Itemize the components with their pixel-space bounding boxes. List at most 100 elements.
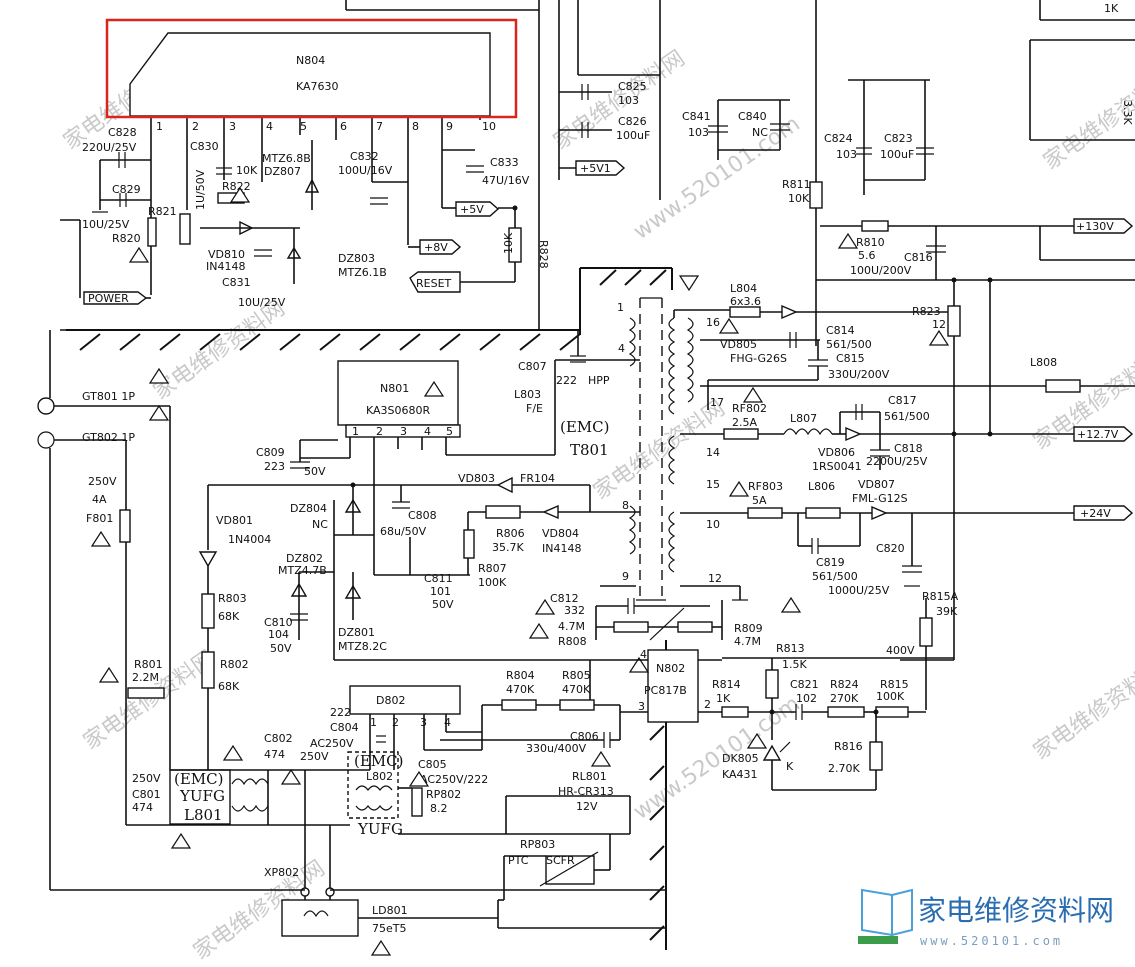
label-c814: C814	[826, 324, 855, 337]
label-mtz68b: MTZ6.8B	[262, 152, 311, 165]
warning-icon	[528, 622, 550, 639]
label-hpp: HPP	[588, 374, 610, 387]
secondary-section: L804 6x3.6 VD805 FHG-G26S C814 561/500 C…	[680, 277, 1135, 710]
pin-number: 4	[640, 648, 647, 661]
pin-number: 15	[706, 478, 720, 491]
label-c826-value: 100uF	[616, 129, 650, 142]
label-r805-value: 470K	[562, 683, 591, 696]
warning-icon	[590, 750, 612, 767]
label-r813-value: 1.5K	[782, 658, 807, 671]
fuse-rf803	[747, 507, 783, 519]
label-c815: C815	[836, 352, 865, 365]
pin-number: 9	[446, 120, 453, 133]
pin-number: 12	[708, 572, 722, 585]
label-r815a: R815A	[922, 590, 959, 603]
pin-number: 7	[376, 120, 383, 133]
label-400v: 400V	[886, 644, 915, 657]
label-c815-value: 330U/200V	[828, 368, 890, 381]
warning-icon	[222, 744, 244, 761]
label-r815-value: 100K	[876, 690, 905, 703]
pin-number: 4	[618, 342, 625, 355]
label-r816-value: 2.70K	[828, 762, 860, 775]
highlight-box[interactable]	[105, 18, 518, 119]
warning-icon	[280, 768, 302, 785]
label-r824-value: 270K	[830, 692, 859, 705]
label-c823-value: 100uF	[880, 148, 914, 161]
label-r801: R801	[134, 658, 163, 671]
label-rp802: RP802	[426, 788, 461, 801]
label-c824: C824	[824, 132, 853, 145]
watermark-text: 家电维修资料网	[1029, 656, 1135, 765]
label-c840-value: NC	[752, 126, 768, 139]
ic-n804-part: KA7630	[296, 80, 339, 93]
label-vd810: VD810	[208, 248, 245, 261]
pin-number: 1	[617, 301, 624, 314]
logo-text: 家电维修资料网	[918, 894, 1114, 927]
ic-n801-pin-row	[345, 424, 461, 438]
label-emc-t801: (EMC)	[560, 418, 610, 436]
label-c806-value: 330u/400V	[526, 742, 587, 755]
warning-icon	[928, 329, 950, 346]
warning-icon	[128, 246, 150, 263]
label-24v: +24V	[1080, 507, 1111, 520]
resistor-r809	[677, 621, 713, 633]
label-emc-l801: (EMC)	[174, 770, 224, 788]
label-c811-v: 50V	[432, 598, 454, 611]
label-c825: C825	[618, 80, 647, 93]
label-c828: C828	[108, 126, 137, 139]
pin-number: 17	[710, 396, 724, 409]
label-c804: C804	[330, 721, 359, 734]
label-c832-value: 100U/16V	[338, 164, 393, 177]
label-c840: C840	[738, 110, 767, 123]
label-c801-v: 250V	[132, 772, 161, 785]
label-5v: +5V	[460, 203, 484, 216]
resistor-r821	[179, 213, 191, 245]
ic-n804-body	[129, 32, 491, 117]
label-dz803: DZ803	[338, 252, 375, 265]
warning-icon	[370, 939, 392, 956]
label-dz801-value: MTZ8.2C	[338, 640, 387, 653]
label-l801: L801	[184, 806, 223, 824]
pin-number: 1	[352, 425, 359, 438]
label-c814-value: 561/500	[826, 338, 872, 351]
bridge-d802-body	[349, 685, 461, 715]
label-c812-value: 332	[564, 604, 585, 617]
ic-n802-body	[647, 649, 699, 723]
label-vd805-value: FHG-G26S	[730, 352, 787, 365]
label-r823: R823	[912, 305, 941, 318]
label-5v1: +5V1	[580, 162, 611, 175]
label-l804: L804	[730, 282, 757, 295]
feedback-section: C812 332 4.7M R808 R809 4.7M N802 PC817B…	[528, 592, 954, 791]
coil-secondary-b	[686, 317, 694, 403]
label-yufg: YUFG	[179, 787, 225, 805]
label-c802: C802	[264, 732, 293, 745]
label-r802: R802	[220, 658, 249, 671]
label-l807: L807	[790, 412, 817, 425]
label-c818: C818	[894, 442, 923, 455]
label-r813: R813	[776, 642, 805, 655]
label-c817: C817	[888, 394, 917, 407]
n804-section: N804 KA7630 1 2 3 4 5 6 7 8 9 10	[60, 0, 579, 331]
diode-vd806	[845, 426, 862, 442]
v24-label-box	[1073, 505, 1134, 521]
inductor-coil	[355, 785, 393, 791]
label-ld801-value: 75eT5	[372, 922, 406, 935]
pin-number: 14	[706, 446, 720, 459]
label-1k: 1K	[1104, 2, 1119, 15]
watermark-layer: 家电维修资料网 家电维修资料网 www.520101.com 家电维修资料网 家…	[59, 46, 1135, 965]
ic-n804-pins: 1 2 3 4 5 6 7 8 9 10	[150, 116, 496, 295]
label-rp802-value: 8.2	[430, 802, 448, 815]
warning-icon	[229, 186, 251, 203]
label-130v: +130V	[1076, 220, 1114, 233]
label-l808: L808	[1030, 356, 1057, 369]
label-power: POWER	[88, 292, 129, 305]
label-c810: C810	[264, 616, 293, 629]
label-vd806-value: 1RS0041	[812, 460, 862, 473]
label-c823: C823	[884, 132, 913, 145]
label-reset: RESET	[416, 277, 452, 290]
inductor-coil	[231, 804, 269, 812]
resistor-r803	[201, 593, 215, 629]
top-right-section: C825 103 C826 100uF +5V1 C841 103 C840 N…	[559, 0, 1135, 346]
label-r814: R814	[712, 678, 741, 691]
resistor-r802	[201, 651, 215, 689]
